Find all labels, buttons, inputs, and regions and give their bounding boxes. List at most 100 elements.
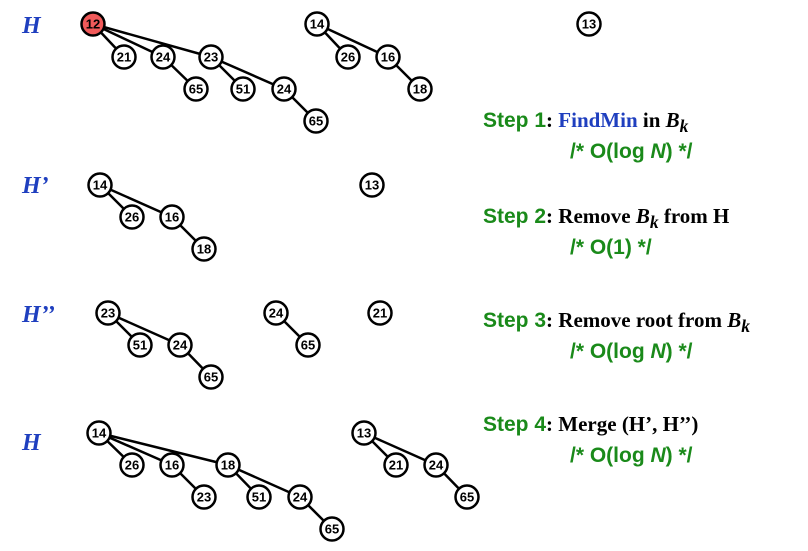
tree-node: 16: [159, 204, 185, 230]
node-key: 14: [92, 426, 107, 441]
tree-node: 65: [303, 108, 329, 134]
node-key: 51: [133, 338, 147, 353]
tree-node: 24: [167, 332, 193, 358]
heap-label-h-prime: H’: [22, 173, 49, 199]
node-key: 21: [117, 50, 131, 65]
node-key: 23: [101, 306, 115, 321]
node-circle: [303, 108, 329, 134]
tree-h3-b3: 14 26 16 18 23 51 24 65: [86, 420, 345, 542]
tree-h2-b0: 21: [367, 300, 393, 326]
node-key: 26: [125, 458, 139, 473]
node-key: 13: [365, 178, 379, 193]
node-circle: [319, 516, 345, 542]
node-circle: [295, 332, 321, 358]
tree-node: 24: [271, 76, 297, 102]
node-circle: [335, 44, 361, 70]
tree-node: 21: [111, 44, 137, 70]
tree-node: 24: [263, 300, 289, 326]
node-key: 23: [204, 50, 218, 65]
node-circle: [87, 172, 113, 198]
node-circle: [383, 452, 409, 478]
node-key: 18: [197, 242, 211, 257]
tree-node: 18: [191, 236, 217, 262]
tree-node: 14: [304, 11, 330, 37]
step-2-desc: Remove Bk from H: [558, 204, 730, 233]
node-key: 24: [293, 490, 308, 505]
tree-node: 12: [80, 11, 106, 37]
tree-node: 65: [454, 484, 480, 510]
tree-h1-b0: 13: [359, 172, 385, 198]
heap-label-h-merged: H: [22, 430, 41, 456]
node-key: 12: [86, 17, 100, 32]
tree-node: 23: [95, 300, 121, 326]
node-circle: [351, 420, 377, 446]
node-circle: [576, 11, 602, 37]
tree-node: 26: [335, 44, 361, 70]
node-key: 16: [381, 50, 395, 65]
tree-h2-b2: 23 51 24 65: [95, 300, 224, 390]
tree-edge: [99, 183, 173, 219]
tree-h-b3: 12 21 24 23 65 51 24 65: [80, 11, 329, 134]
node-circle: [111, 44, 137, 70]
node-key: 65: [189, 82, 203, 97]
node-key: 65: [301, 338, 315, 353]
tree-node: 65: [183, 76, 209, 102]
node-key: 13: [357, 426, 371, 441]
tree-node: 24: [150, 44, 176, 70]
node-circle: [359, 172, 385, 198]
tree-node: 24: [287, 484, 313, 510]
node-key: 51: [236, 82, 250, 97]
node-circle: [198, 364, 224, 390]
node-key: 26: [341, 50, 355, 65]
tree-node: 13: [359, 172, 385, 198]
node-key: 24: [173, 338, 188, 353]
node-key: 65: [309, 114, 323, 129]
step-3-cost: /* O(log N) */: [570, 340, 693, 363]
node-circle: [119, 204, 145, 230]
step-1-desc: FindMin in Bk: [558, 108, 689, 137]
node-key: 18: [221, 458, 235, 473]
node-key: 24: [269, 306, 284, 321]
tree-node: 65: [198, 364, 224, 390]
tree-node: 65: [319, 516, 345, 542]
tree-edge: [92, 22, 164, 59]
node-key: 26: [125, 210, 139, 225]
node-circle: [191, 236, 217, 262]
node-key: 21: [389, 458, 403, 473]
node-key: 14: [310, 17, 325, 32]
node-circle: [95, 300, 121, 326]
node-circle: [159, 204, 185, 230]
tree-edge: [107, 311, 181, 347]
node-circle: [246, 484, 272, 510]
node-key: 24: [429, 458, 444, 473]
tree-node: 23: [191, 484, 217, 510]
tree-node: 21: [367, 300, 393, 326]
tree-edge: [210, 55, 285, 91]
step-2: Step 2: Remove Bk from H: [483, 204, 730, 233]
tree-edge: [316, 22, 389, 59]
tree-node: 16: [159, 452, 185, 478]
node-key: 16: [165, 458, 179, 473]
tree-node: 16: [375, 44, 401, 70]
node-circle: [407, 76, 433, 102]
tree-edge: [92, 22, 212, 59]
step-1-key: Step 1: [483, 109, 547, 132]
step-2-cost: /* O(1) */: [570, 236, 652, 259]
node-circle: [230, 76, 256, 102]
tree-node: 51: [246, 484, 272, 510]
node-circle: [119, 452, 145, 478]
tree-edge: [98, 431, 229, 467]
tree-h3-b2: 13 21 24 65: [351, 420, 480, 510]
node-circle: [375, 44, 401, 70]
heap-label-h-double-prime: H’’: [22, 302, 55, 328]
tree-node: 13: [576, 11, 602, 37]
tree-node: 26: [119, 204, 145, 230]
tree-h-b0: 13: [576, 11, 602, 37]
node-key: 65: [460, 490, 474, 505]
node-circle: [198, 44, 224, 70]
tree-h2-b1: 24 65: [263, 300, 321, 358]
node-circle: [80, 11, 106, 37]
